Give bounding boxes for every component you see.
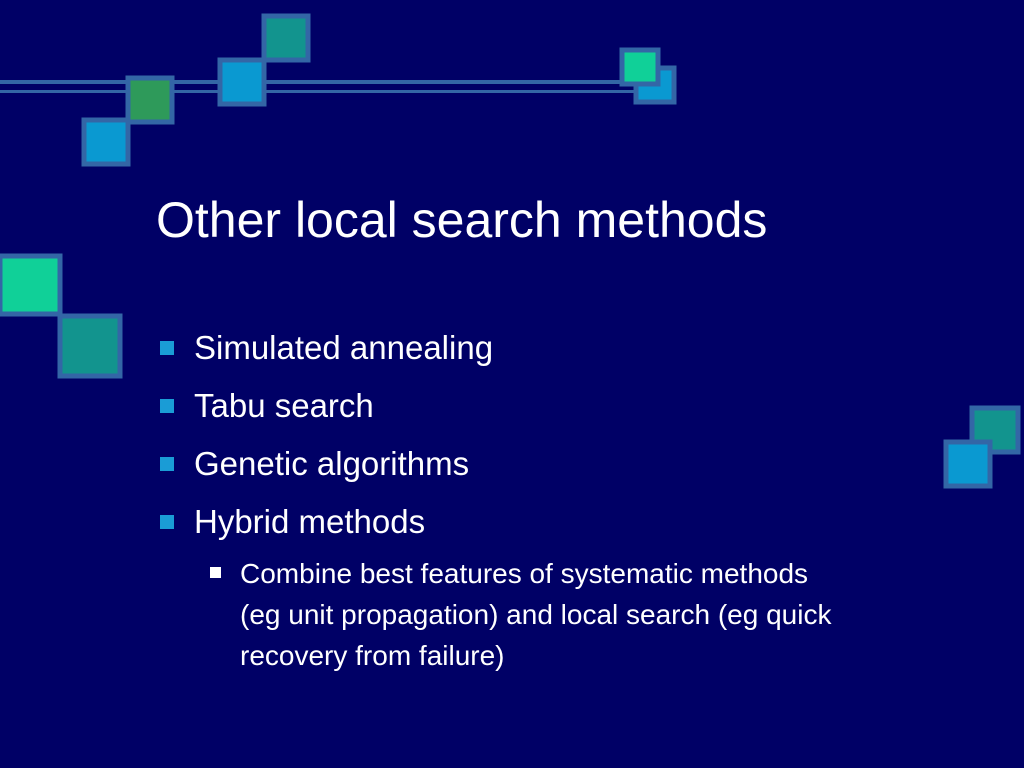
sub-bullet-list: Combine best features of systematic meth… [208,553,848,676]
bullet-text: Hybrid methods [194,503,426,540]
square-bullet-icon [160,399,174,413]
decor-square [969,405,1021,455]
slide-title: Other local search methods [156,192,768,248]
sub-bullet-text: Combine best features of systematic meth… [240,558,832,671]
decor-square [261,13,311,63]
square-bullet-icon [210,567,221,578]
decor-line-bottom [0,90,650,93]
square-bullet-icon [160,457,174,471]
square-bullet-icon [160,515,174,529]
bullet-text: Simulated annealing [194,329,494,366]
square-bullet-icon [160,341,174,355]
bullet-item: Genetic algorithms [160,442,900,500]
decor-square [57,313,123,379]
decor-square [943,439,993,489]
decor-square [0,253,63,317]
bullet-list: Simulated annealing Tabu search Genetic … [160,326,900,558]
decor-square [619,47,661,87]
decor-square [125,75,175,125]
bullet-item: Simulated annealing [160,326,900,384]
bullet-item: Tabu search [160,384,900,442]
bullet-text: Genetic algorithms [194,445,470,482]
decor-square [217,57,267,107]
decor-square [81,117,131,167]
decor-line-top [0,80,650,84]
bullet-item: Hybrid methods [160,500,900,558]
sub-bullet-item: Combine best features of systematic meth… [208,553,848,676]
bullet-text: Tabu search [194,387,374,424]
